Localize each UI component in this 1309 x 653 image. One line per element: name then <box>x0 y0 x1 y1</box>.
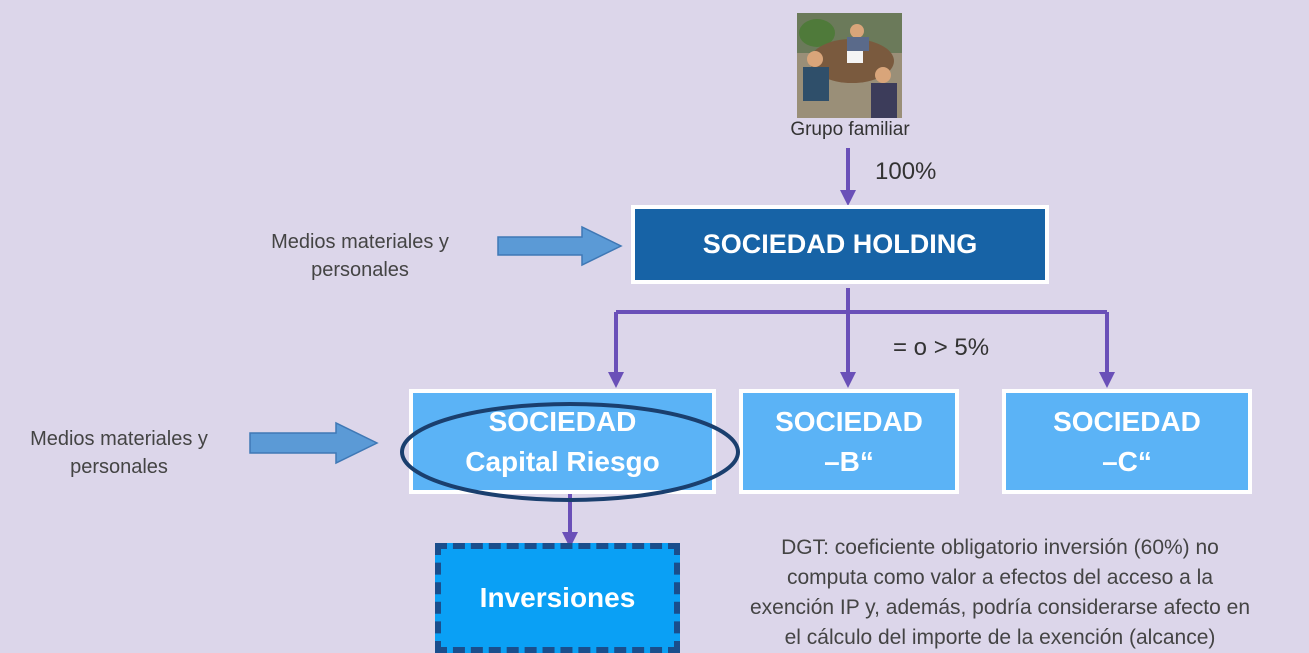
dgt-note-line4: el cálculo del importe de la exención (a… <box>784 626 1216 649</box>
subsidiary-b: SOCIEDAD –B“ <box>739 389 959 494</box>
subsidiary-c: SOCIEDAD –C“ <box>1002 389 1252 494</box>
side-label-2-line2: personales <box>70 456 168 478</box>
subsidiary-b-line2: –B“ <box>824 445 874 477</box>
side-label-2: Medios materiales y personales <box>0 425 238 481</box>
side-label-2-line1: Medios materiales y <box>30 428 208 450</box>
subsidiary-c-line2: –C“ <box>1102 445 1152 477</box>
side-label-1-line2: personales <box>311 259 409 281</box>
highlight-ellipse <box>400 402 740 502</box>
investments-label: Inversiones <box>479 582 636 613</box>
dgt-note-line2: computa como valor a efectos del acceso … <box>786 566 1214 589</box>
side-arrow-1 <box>497 225 623 267</box>
dgt-note-line3: exención IP y, además, podría considerar… <box>749 596 1251 619</box>
subsidiary-a-line2: Capital Riesgo <box>465 445 660 477</box>
subsidiary-capital-riesgo: SOCIEDAD Capital Riesgo <box>409 389 716 494</box>
dgt-note: DGT: coeficiente obligatorio inversión (… <box>694 533 1306 653</box>
group-caption: Grupo familiar <box>790 119 910 140</box>
dgt-note-line1: DGT: coeficiente obligatorio inversión (… <box>781 536 1219 559</box>
subsidiary-a-line1: SOCIEDAD <box>488 405 637 437</box>
subsidiary-c-line1: SOCIEDAD <box>1053 405 1201 437</box>
group-meeting-image <box>797 13 902 118</box>
holding-box: SOCIEDAD HOLDING <box>631 205 1049 284</box>
side-label-1: Medios materiales y personales <box>230 228 490 284</box>
side-arrow-2 <box>249 421 379 465</box>
holding-label: SOCIEDAD HOLDING <box>702 229 978 259</box>
investments-box: Inversiones <box>435 543 680 653</box>
side-label-1-line1: Medios materiales y <box>271 231 449 253</box>
subsidiary-b-line1: SOCIEDAD <box>775 405 923 437</box>
percent-branch: = o > 5% <box>893 334 990 361</box>
percent-top: 100% <box>875 158 937 185</box>
